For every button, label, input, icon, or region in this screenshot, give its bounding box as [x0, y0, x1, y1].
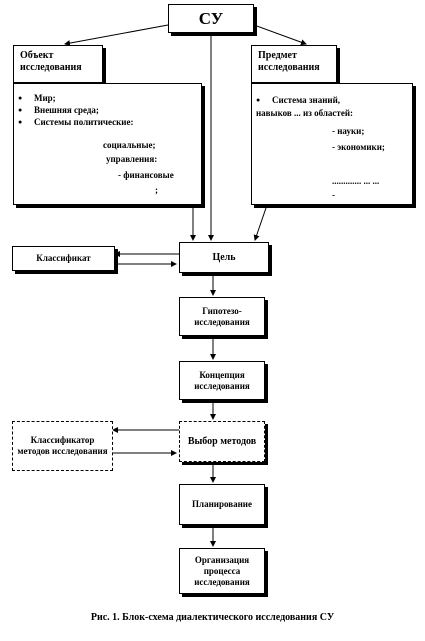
subject-sub-science: - науки; [332, 126, 365, 136]
object-item-3: Системы политические: [14, 116, 201, 128]
object-sub-financial: - финансовые [118, 170, 174, 180]
node-object-label: Объект исследования [20, 50, 82, 73]
node-classifier-label: Классификат [36, 253, 91, 263]
object-list: Мир; Внешняя среда; Системы политические… [14, 92, 201, 128]
node-organization-label: Организация процесса исследования [194, 554, 250, 587]
figure-caption: Рис. 1. Блок-схема диалектического иссле… [90, 612, 335, 623]
node-planning: Планирование [179, 484, 265, 525]
node-methods-choice: Выбор методов [179, 421, 265, 462]
object-sub-social: социальные; [103, 140, 156, 150]
node-planning-label: Планирование [192, 499, 252, 509]
subject-sub-economics: - экономики; [332, 142, 385, 152]
node-organization: Организация процесса исследования [179, 548, 265, 594]
object-item-2: Внешняя среда; [14, 104, 201, 116]
node-subject: Предмет исследования [251, 45, 337, 83]
node-methods-choice-label: Выбор методов [187, 435, 257, 447]
subject-item-1: Система знаний, [252, 94, 412, 106]
node-concept: Концепция исследования [179, 361, 265, 400]
node-goal-label: Цель [212, 251, 236, 263]
node-object: Объект исследования [13, 45, 103, 83]
node-methods-classifier: Классификатор методов исследования [12, 421, 113, 471]
node-hypothesis-label: Гипотезо-исследования [194, 305, 250, 327]
object-list-box: Мир; Внешняя среда; Системы политические… [13, 83, 202, 205]
object-item-1: Мир; [14, 92, 201, 104]
subject-list: Система знаний, [252, 94, 412, 106]
subject-dots: ............. ... ... [332, 176, 380, 186]
arrow-su-subject [253, 24, 307, 46]
node-goal: Цель [179, 242, 269, 273]
arrow-subject-goal [253, 204, 268, 241]
object-sub-end: ; [155, 185, 158, 195]
node-methods-classifier-label: Классификатор методов исследования [17, 435, 108, 456]
subject-line-2: навыков ... из областей: [256, 108, 353, 118]
node-concept-label: Концепция исследования [194, 369, 250, 391]
node-hypothesis: Гипотезо-исследования [179, 297, 265, 336]
node-su-label: СУ [198, 8, 224, 28]
node-su: СУ [168, 4, 254, 33]
object-sub-management: управления: [106, 154, 158, 164]
node-subject-label: Предмет исследования [258, 50, 320, 73]
subject-dash: - [332, 190, 335, 200]
arrow-su-object [64, 24, 169, 47]
subject-list-box: Система знаний, навыков ... из областей:… [251, 83, 413, 205]
node-classifier: Классификат [12, 246, 115, 271]
